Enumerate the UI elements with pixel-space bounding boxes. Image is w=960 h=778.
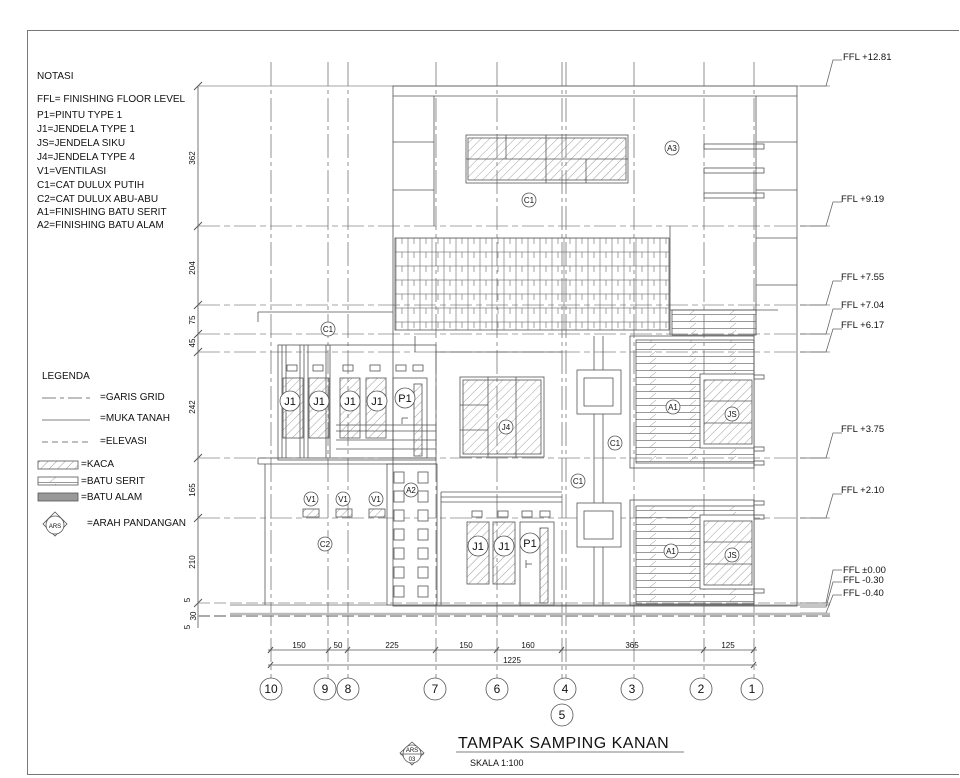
- level-label: FFL +9.19: [841, 194, 885, 205]
- dim-total: 1225: [503, 656, 521, 665]
- tag: J1: [284, 396, 296, 408]
- legend-label-serit: =BATU SERIT: [81, 476, 145, 487]
- tag: J1: [344, 396, 356, 408]
- dim-label: 5: [183, 624, 192, 629]
- dim-label: 150: [459, 641, 473, 650]
- legend-label-elevation: =ELEVASI: [100, 436, 147, 447]
- level-label: FFL +6.17: [841, 320, 885, 331]
- ribbon-window: [465, 134, 629, 184]
- tag: C1: [524, 196, 535, 205]
- grid-axis-label: 4: [562, 682, 569, 696]
- level-label: FFL +12.81: [843, 52, 892, 63]
- tag: A3: [667, 144, 677, 153]
- notation-item: C1=CAT DULUX PUTIH: [37, 180, 145, 191]
- notation-item: FFL= FINISHING FLOOR LEVEL: [37, 94, 186, 105]
- tag: J1: [371, 396, 383, 408]
- notation-heading: NOTASI: [37, 71, 74, 82]
- notation-item: J4=JENDELA TYPE 4: [37, 152, 135, 163]
- dim-label: 165: [188, 483, 197, 497]
- tag: V1: [338, 495, 348, 504]
- grid-axis-label: 8: [345, 682, 352, 696]
- legend-label-glass: =KACA: [81, 459, 115, 470]
- level-label: FFL +3.75: [841, 424, 885, 435]
- tag: J1: [313, 396, 325, 408]
- dim-label: 225: [385, 641, 399, 650]
- drawing-title: TAMPAK SAMPING KANAN: [458, 735, 670, 752]
- view-marker-top: ARS: [406, 748, 418, 754]
- tag: J4: [502, 423, 511, 432]
- level-label: FFL +7.55: [841, 272, 885, 283]
- level-label: FFL -0.40: [843, 588, 884, 599]
- tag: A2: [406, 486, 416, 495]
- tag: P1: [523, 538, 536, 550]
- dim-label: 362: [188, 151, 197, 165]
- tag: P1: [398, 393, 411, 405]
- legend-label-ground: =MUKA TANAH: [100, 413, 170, 424]
- grid-axis-label: 1: [749, 682, 756, 696]
- grid-axis-label: 10: [264, 682, 278, 696]
- grid-axis-label: 5: [559, 708, 566, 722]
- drawing-scale: SKALA 1:100: [470, 758, 524, 768]
- dim-label: 75: [188, 315, 197, 324]
- grid-axis-label: 2: [698, 682, 705, 696]
- notation-item: J1=JENDELA TYPE 1: [37, 124, 135, 135]
- level-label: FFL +7.04: [841, 300, 885, 311]
- grid-axis-label: 9: [322, 682, 329, 696]
- dim-label: 160: [521, 641, 535, 650]
- notation-item: A1=FINISHING BATU SERIT: [37, 207, 167, 218]
- tag: A1: [666, 547, 676, 556]
- notation-item: C2=CAT DULUX ABU-ABU: [37, 194, 159, 205]
- ars-marker-text: ARS: [49, 524, 61, 530]
- legend-label-grid: =GARIS GRID: [100, 392, 165, 403]
- dim-label: 50: [334, 641, 343, 650]
- level-label: FFL -0.30: [843, 575, 884, 586]
- legend-heading: LEGENDA: [42, 371, 90, 382]
- dim-label: 30: [189, 611, 198, 620]
- grid-axis-label: 7: [432, 682, 439, 696]
- notation-item: A2=FINISHING BATU ALAM: [37, 220, 164, 231]
- tag: C1: [610, 439, 621, 448]
- tag: A1: [668, 403, 678, 412]
- dim-label: 125: [721, 641, 735, 650]
- tag: J1: [498, 541, 510, 553]
- dim-label: 242: [188, 400, 197, 414]
- tag: J1: [472, 541, 484, 553]
- notation-block: NOTASI FFL= FINISHING FLOOR LEVEL P1=PIN…: [37, 70, 185, 232]
- tag: JS: [727, 410, 736, 419]
- notation-item: V1=VENTILASI: [37, 166, 107, 177]
- dim-label: 150: [292, 641, 306, 650]
- tag: V1: [306, 495, 316, 504]
- legend-label-ars: =ARAH PANDANGAN: [87, 518, 187, 529]
- level-label: FFL ±0.00: [843, 565, 886, 576]
- tag: C2: [320, 540, 331, 549]
- dim-label: 45: [188, 338, 197, 347]
- grid-axis-label: 6: [494, 682, 501, 696]
- tag: C1: [573, 477, 584, 486]
- dim-label: 5: [183, 597, 192, 602]
- tag: V1: [371, 495, 381, 504]
- view-marker-bottom: 03: [409, 757, 416, 763]
- tag: C1: [323, 325, 334, 334]
- grid-axis-label: 3: [629, 682, 636, 696]
- legend-label-stone: =BATU ALAM: [81, 492, 143, 503]
- dim-label: 204: [188, 261, 197, 275]
- drawing-frame: [27, 30, 959, 775]
- level-label: FFL +2.10: [841, 485, 885, 496]
- tag: JS: [727, 551, 736, 560]
- notation-item: P1=PINTU TYPE 1: [37, 110, 123, 121]
- notation-item: JS=JENDELA SIKU: [37, 138, 126, 149]
- dim-label: 365: [625, 641, 639, 650]
- dim-label: 210: [188, 555, 197, 569]
